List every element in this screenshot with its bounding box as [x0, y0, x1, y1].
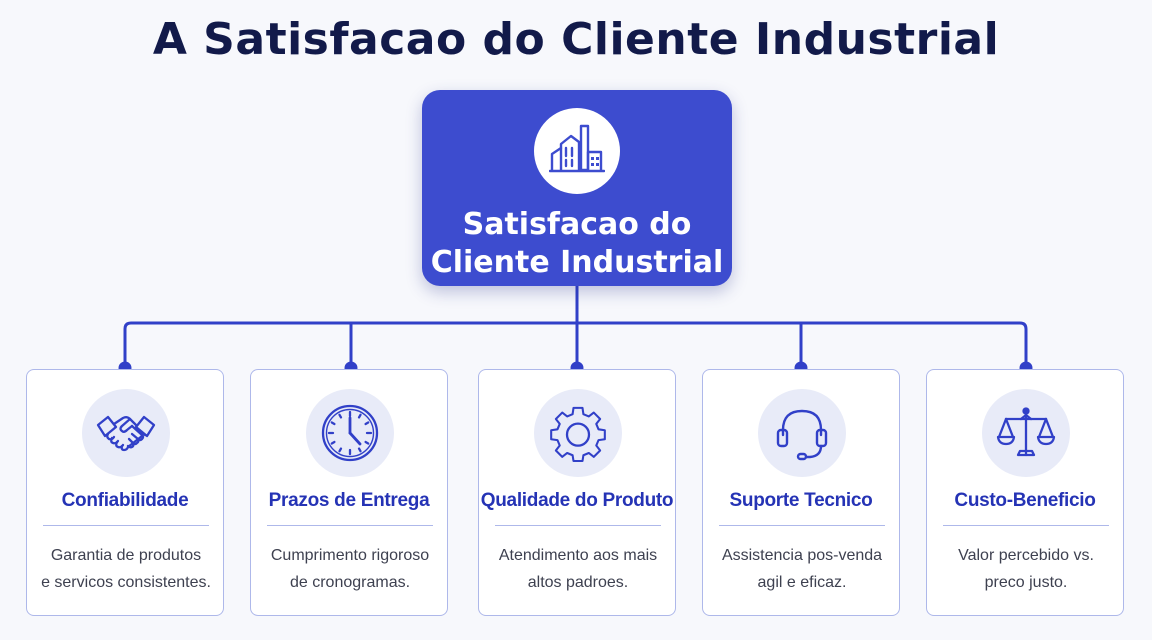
card-icon-badge: [982, 389, 1070, 477]
card-description: Cumprimento rigoroso de cronogramas.: [255, 542, 445, 596]
card-description: Assistencia pos-venda agil e eficaz.: [707, 542, 897, 596]
card-confiabilidade: Confiabilidade Garantia de produtos e se…: [26, 369, 224, 616]
card-description-line: de cronogramas.: [289, 574, 411, 591]
card-description-line: Garantia de produtos: [50, 547, 202, 564]
card-prazos-de-entrega: Prazos de Entrega Cumprimento rigoroso d…: [250, 369, 448, 616]
card-icon-badge: [306, 389, 394, 477]
card-description: Garantia de produtos e servicos consiste…: [31, 542, 221, 596]
card-description-line: preco justo.: [984, 574, 1068, 591]
card-description-line: Atendimento aos mais: [498, 547, 658, 564]
page-title: A Satisfacao do Cliente Industrial: [152, 14, 1000, 65]
scales-icon: [996, 407, 1056, 457]
root-node: Satisfacao do Cliente Industrial: [422, 90, 732, 286]
card-title: Prazos de Entrega: [268, 490, 430, 511]
card-title: Qualidade do Produto: [480, 490, 674, 511]
root-label-line: Cliente Industrial: [430, 245, 724, 280]
headset-icon: [776, 409, 828, 461]
card-title: Suporte Tecnico: [729, 490, 873, 511]
card-description-line: Assistencia pos-venda: [721, 547, 883, 564]
card-divider: [43, 525, 209, 526]
card-divider: [495, 525, 661, 526]
card-icon-badge: [758, 389, 846, 477]
card-divider: [267, 525, 433, 526]
root-icon-badge: [534, 108, 620, 194]
card-description-line: Cumprimento rigoroso: [270, 547, 430, 564]
root-label: Satisfacao do Cliente Industrial: [422, 206, 732, 282]
factory-icon: [549, 124, 605, 173]
handshake-icon: [96, 415, 156, 452]
card-description: Atendimento aos mais altos padroes.: [483, 542, 673, 596]
card-divider: [719, 525, 885, 526]
card-title: Custo-Beneficio: [954, 490, 1096, 511]
card-description-line: Valor percebido vs.: [958, 547, 1094, 564]
card-description-line: agil e eficaz.: [757, 574, 847, 591]
root-label-line: Satisfacao do: [462, 207, 692, 242]
clock-icon: [321, 404, 379, 462]
card-description-line: e servicos consistentes.: [41, 574, 211, 591]
card-title: Confiabilidade: [61, 490, 189, 511]
card-divider: [943, 525, 1109, 526]
card-custo-beneficio: Custo-Beneficio Valor percebido vs. prec…: [926, 369, 1124, 616]
card-description: Valor percebido vs. preco justo.: [931, 542, 1121, 596]
card-suporte-tecnico: Suporte Tecnico Assistencia pos-venda ag…: [702, 369, 900, 616]
card-qualidade-do-produto: Qualidade do Produto Atendimento aos mai…: [478, 369, 676, 616]
card-icon-badge: [82, 389, 170, 477]
gear-icon: [550, 406, 606, 463]
card-icon-badge: [534, 389, 622, 477]
card-description-line: altos padroes.: [527, 574, 629, 591]
